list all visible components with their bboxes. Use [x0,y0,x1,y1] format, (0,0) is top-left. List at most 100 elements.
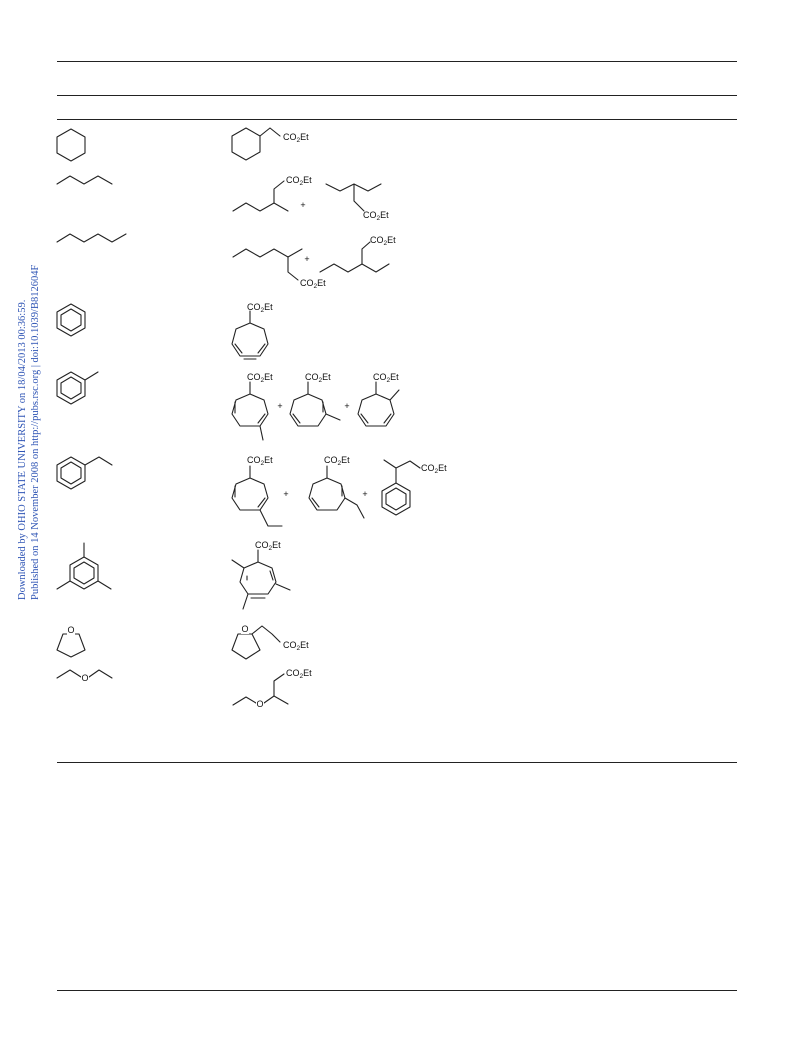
ester-group-label: CO2Et [247,455,273,467]
product-methyl-cht-a: CO2Et [231,372,273,441]
table-bottom-rule [57,762,737,763]
ester-group-label: CO2Et [300,278,326,290]
product-3-methylhexanoate: CO2Et [232,175,312,212]
ester-co-text: CO [300,278,314,288]
ester-et-text: Et [303,175,312,185]
plus-text: + [344,401,349,411]
ester-co-text: CO [247,455,261,465]
substrate-diethyl-ether: O [56,669,113,683]
ester-subscript: 2 [261,460,265,467]
oxygen-label-backdrop [241,624,249,634]
ester-group-label: CO2Et [247,302,273,314]
ester-group-label: CO2Et [247,372,273,384]
oxygen-atom-label: O [81,673,88,683]
ester-subscript: 2 [269,545,273,552]
product-3-ethoxybutanoate: O CO2Et [232,668,312,709]
ester-et-text: Et [322,372,331,382]
substrate-pentane [56,175,113,185]
ester-group-label: CO2Et [373,372,399,384]
substrate-benzene [56,303,86,337]
top-rule [57,61,737,62]
ester-group-label: CO2Et [255,540,281,552]
oxygen-label-backdrop [81,673,89,683]
ester-co-text: CO [286,668,300,678]
ester-subscript: 2 [387,377,391,384]
plus-text: + [362,489,367,499]
ester-co-text: CO [373,372,387,382]
ester-co-text: CO [363,210,377,220]
ester-subscript: 2 [338,460,342,467]
ester-et-text: Et [303,668,312,678]
ester-co-text: CO [247,372,261,382]
ester-et-text: Et [341,455,350,465]
ester-et-text: Et [438,463,447,473]
ester-et-text: Et [387,235,396,245]
substrate-toluene [56,371,99,405]
product-methyl-cht-b: CO2Et [289,372,341,427]
ester-co-text: CO [324,455,338,465]
ester-et-text: Et [317,278,326,288]
substrate-hexane [56,233,127,243]
header-bottom-rule [57,119,737,120]
plus-sign: + [277,401,282,411]
ester-subscript: 2 [300,180,304,187]
ester-subscript: 2 [314,283,318,290]
ester-subscript: 2 [300,673,304,680]
ester-group-label: CO2Et [283,132,309,144]
oxygen-atom-label: O [256,699,263,709]
ester-subscript: 2 [377,215,381,222]
product-ethyl-cht-b: CO2Et [308,455,365,519]
ester-co-text: CO [255,540,269,550]
ester-subscript: 2 [384,240,388,247]
ester-subscript: 2 [297,137,301,144]
plus-text: + [300,200,305,210]
page-footer-rule [57,990,737,991]
ester-group-label: CO2Et [363,210,389,222]
substrate-cyclohexane [56,128,86,162]
oxygen-atom-label: O [67,625,74,635]
plus-sign: + [362,489,367,499]
ester-et-text: Et [300,132,309,142]
ester-et-text: Et [380,210,389,220]
plus-sign: + [344,401,349,411]
ester-group-label: CO2Et [305,372,331,384]
plus-sign: + [300,200,305,210]
ester-co-text: CO [286,175,300,185]
product-3-ethylhexanoate: CO2Et [319,235,396,273]
product-3-phenylbutanoate: CO2Et [381,459,447,516]
ester-et-text: Et [300,640,309,650]
plus-sign: + [283,489,288,499]
substrate-ethylbenzene [56,456,113,490]
product-tetrahydrofurylacetate: O CO2Et [231,624,309,660]
ester-co-text: CO [421,463,435,473]
plus-text: + [283,489,288,499]
ester-co-text: CO [370,235,384,245]
ester-group-label: CO2Et [370,235,396,247]
ester-et-text: Et [390,372,399,382]
product-methyl-cht-c: CO2Et [357,372,400,427]
product-trimethyl-cht: CO2Et [231,540,291,610]
ester-subscript: 2 [261,307,265,314]
ester-group-label: CO2Et [286,175,312,187]
product-3-methylheptanoate: CO2Et [232,248,326,290]
product-cycloheptatriene-carboxylate: CO2Et [231,302,273,360]
oxygen-label-backdrop [256,699,264,709]
plus-sign: + [304,254,309,264]
ester-group-label: CO2Et [421,463,447,475]
ester-et-text: Et [264,372,273,382]
ester-co-text: CO [305,372,319,382]
substrate-tetrahydrofuran: O [56,625,86,658]
header-rule [57,95,737,96]
ester-group-label: CO2Et [283,640,309,652]
plus-text: + [277,401,282,411]
oxygen-label-backdrop [67,625,75,635]
ester-subscript: 2 [435,468,439,475]
ester-subscript: 2 [297,645,301,652]
substrate-mesitylene [56,542,112,590]
product-ethyl-cht-a: CO2Et [231,455,283,527]
ester-et-text: Et [272,540,281,550]
ester-group-label: CO2Et [324,455,350,467]
product-3-ethylpentanoate: CO2Et [325,183,389,222]
ester-subscript: 2 [261,377,265,384]
